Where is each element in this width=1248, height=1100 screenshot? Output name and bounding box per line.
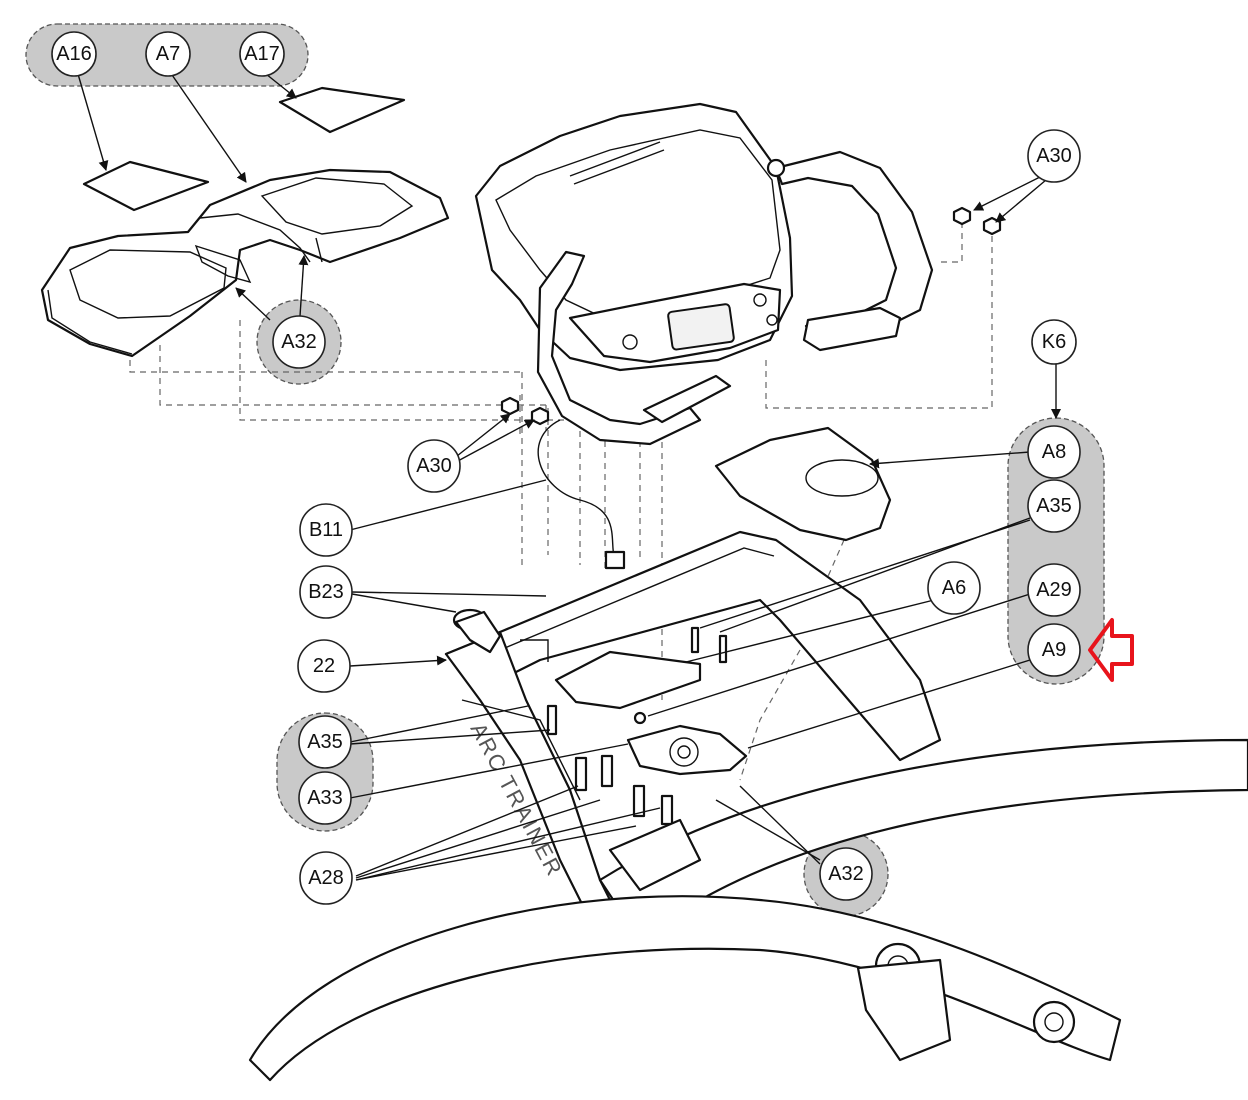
- callout-b23: B23: [299, 565, 353, 619]
- callout-a6: A6: [927, 561, 981, 615]
- highlight-arrow-icon: [1088, 618, 1134, 682]
- nuts-a30-right: [952, 206, 1002, 236]
- bracket-a6: [554, 650, 702, 710]
- pivot-cover-a9: [626, 724, 748, 776]
- callout-b23-label: B23: [308, 581, 344, 603]
- callout-22-label: 22: [313, 655, 335, 677]
- callout-a9: A9: [1027, 623, 1081, 677]
- callout-a17: A17: [239, 31, 285, 77]
- callout-a35-left: A35: [298, 715, 352, 769]
- callout-a30-right: A30: [1027, 129, 1081, 183]
- callout-k6-label: K6: [1042, 331, 1066, 353]
- callout-a8: A8: [1027, 425, 1081, 479]
- pad-a16: [82, 160, 210, 212]
- callout-a9-label: A9: [1042, 639, 1066, 661]
- screws: [546, 626, 728, 826]
- callout-a35-left-label: A35: [307, 731, 343, 753]
- console-assembly: [474, 102, 934, 446]
- callout-b11: B11: [299, 503, 353, 557]
- cable-b11: [537, 419, 615, 557]
- callout-a30-right-label: A30: [1036, 145, 1072, 167]
- callout-a35-right: A35: [1027, 479, 1081, 533]
- pad-a17: [278, 86, 406, 134]
- callout-a33: A33: [298, 771, 352, 825]
- callout-a16-label: A16: [56, 43, 92, 65]
- callout-a7-label: A7: [156, 43, 180, 65]
- callout-a28-label: A28: [308, 867, 344, 889]
- callout-a7: A7: [145, 31, 191, 77]
- callout-a28: A28: [299, 851, 353, 905]
- callout-a35-right-label: A35: [1036, 495, 1072, 517]
- callout-22: 22: [297, 639, 351, 693]
- callout-a32-bottom: A32: [819, 847, 873, 901]
- callout-a32-bottom-label: A32: [828, 863, 864, 885]
- callout-b11-label: B11: [309, 519, 343, 541]
- callout-a6-label: A6: [942, 577, 966, 599]
- callout-a32-top-label: A32: [281, 331, 317, 353]
- callout-a17-label: A17: [244, 43, 280, 65]
- callout-a30-left: A30: [407, 439, 461, 493]
- leader-lines: [77, 71, 1061, 881]
- tray-a7: [40, 168, 450, 358]
- callout-a32-top: A32: [272, 315, 326, 369]
- callout-a29: A29: [1027, 563, 1081, 617]
- stride-arms: [248, 738, 1248, 1082]
- callout-a33-label: A33: [307, 787, 343, 809]
- callout-k6: K6: [1031, 319, 1077, 365]
- callout-a30-left-label: A30: [416, 455, 452, 477]
- cable-connector: [604, 550, 626, 570]
- cup-holder-a8: [714, 426, 892, 542]
- callout-a29-label: A29: [1036, 579, 1072, 601]
- callout-a8-label: A8: [1042, 441, 1066, 463]
- callout-a16: A16: [51, 31, 97, 77]
